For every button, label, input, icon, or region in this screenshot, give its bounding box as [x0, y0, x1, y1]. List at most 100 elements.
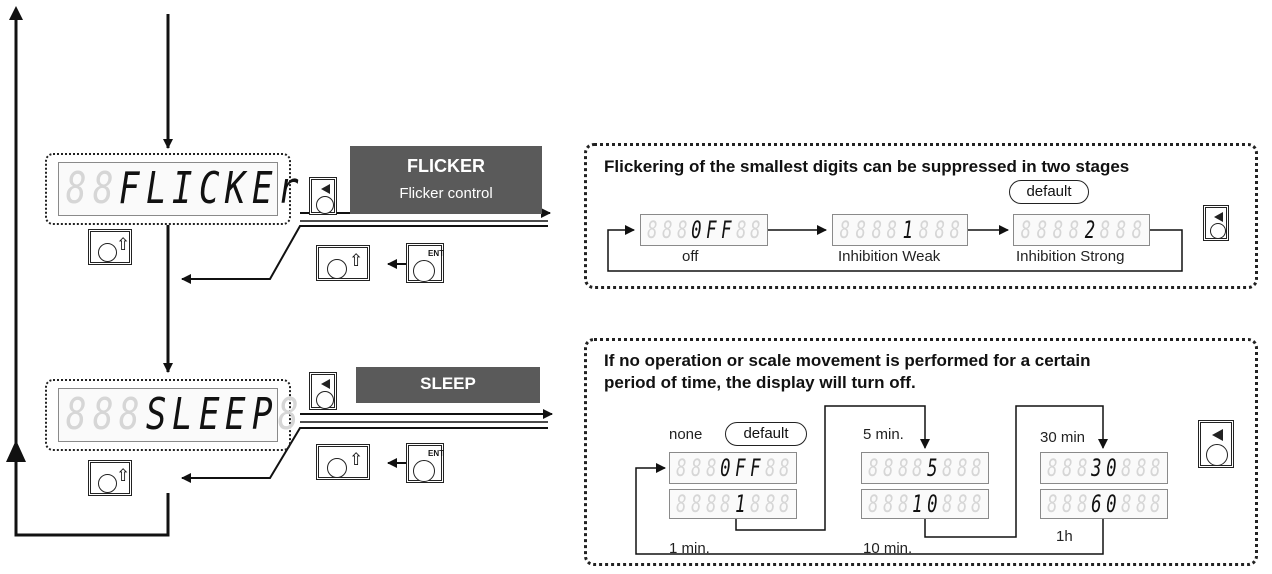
- display-digit: F: [749, 454, 761, 482]
- display-digit: 8: [1135, 490, 1147, 518]
- display-digit: 8: [705, 490, 717, 518]
- display-digit: 8: [690, 490, 702, 518]
- up-key[interactable]: ⇧: [316, 444, 370, 480]
- circle-icon: [413, 260, 435, 282]
- display-digit: F: [706, 216, 717, 244]
- set-key[interactable]: [309, 372, 337, 410]
- ent-key[interactable]: ENT: [406, 243, 444, 283]
- display-digit: 8: [855, 216, 866, 244]
- circle-icon: [1206, 444, 1228, 466]
- display-digit: 8: [92, 163, 114, 214]
- option-label: none: [669, 426, 703, 443]
- triangle-icon: [321, 379, 330, 389]
- display-digit: 8: [676, 490, 687, 518]
- display-digit: 8: [871, 216, 882, 244]
- display-digit: 8: [676, 454, 687, 482]
- ent-label: ENT: [428, 449, 444, 458]
- circle-icon: [327, 458, 347, 478]
- ent-key[interactable]: ENT: [406, 443, 444, 483]
- display-digit: F: [735, 454, 746, 482]
- up-key[interactable]: ⇧: [88, 229, 132, 265]
- triangle-icon: [321, 184, 330, 194]
- display-digit: 8: [1100, 216, 1111, 244]
- display-digit: E: [251, 163, 273, 214]
- sleep-title: SLEEP: [420, 374, 476, 393]
- up-key[interactable]: ⇧: [88, 460, 132, 496]
- display-digit: 5: [927, 454, 938, 482]
- display-digit: 8: [897, 454, 909, 482]
- display-digit: 8: [690, 454, 702, 482]
- display-digit: 0: [927, 490, 938, 518]
- display-digit: 8: [65, 389, 87, 440]
- option-label: 5 min.: [863, 426, 904, 443]
- display-digit: 8: [705, 454, 717, 482]
- circle-icon: [98, 474, 117, 493]
- sleep-banner: SLEEP: [356, 367, 540, 403]
- display-digit: 3: [1091, 454, 1102, 482]
- display-digit: 8: [661, 216, 673, 244]
- display-digit: 8: [1061, 490, 1073, 518]
- set-key[interactable]: [309, 177, 337, 215]
- display-digit: 2: [1084, 216, 1095, 244]
- option-label: Inhibition Strong: [1016, 248, 1125, 265]
- display-digit: S: [145, 389, 167, 440]
- display-digit: 8: [779, 490, 790, 518]
- display-digit: E: [198, 389, 220, 440]
- sleep-description-line1: If no operation or scale movement is per…: [604, 351, 1091, 370]
- option-label: off: [682, 248, 699, 265]
- display-digit: 8: [886, 216, 898, 244]
- triangle-icon: [1214, 212, 1223, 222]
- up-arrow-icon: ⇧: [349, 251, 364, 271]
- display-digit: F: [118, 163, 140, 214]
- display-digit: 0: [720, 454, 731, 482]
- display-digit: 8: [949, 216, 961, 244]
- set-key[interactable]: [1198, 420, 1234, 468]
- display-digit: K: [224, 163, 246, 214]
- display-digit: 8: [750, 216, 761, 244]
- display-digit: 1: [735, 490, 746, 518]
- loop-back-line: [14, 20, 170, 537]
- display-digit: 8: [941, 490, 953, 518]
- display-digit: 8: [971, 454, 982, 482]
- display-digit: 8: [1020, 216, 1032, 244]
- circle-icon: [1210, 223, 1226, 239]
- up-key[interactable]: ⇧: [316, 245, 370, 281]
- display-digit: 6: [1091, 490, 1102, 518]
- display-digit: 8: [1047, 454, 1058, 482]
- display-digit: 0: [691, 216, 702, 244]
- display-digit: 8: [868, 490, 879, 518]
- display-digit: L: [171, 389, 193, 440]
- display-digit: 8: [277, 389, 299, 440]
- display-digit: 8: [1135, 454, 1147, 482]
- sleep-description-line2: period of time, the display will turn of…: [604, 373, 916, 392]
- display-digit: 8: [1076, 490, 1088, 518]
- display-digit: 8: [918, 216, 929, 244]
- flicker-banner: FLICKER Flicker control: [350, 146, 542, 214]
- display-digit: 1: [912, 490, 923, 518]
- display-digit: 8: [1076, 454, 1088, 482]
- display-digit: 8: [1120, 490, 1132, 518]
- display-digit: 8: [1068, 216, 1079, 244]
- display-digit: 8: [779, 454, 790, 482]
- display-digit: 8: [912, 454, 923, 482]
- option-label: Inhibition Weak: [838, 248, 941, 265]
- display-digit: 8: [868, 454, 879, 482]
- display-digit: L: [145, 163, 167, 214]
- circle-icon: [98, 243, 117, 262]
- display-digit: 8: [118, 389, 140, 440]
- option-label: 1 min.: [669, 540, 710, 557]
- display-digit: 8: [735, 216, 747, 244]
- display-digit: 8: [1150, 490, 1161, 518]
- set-key[interactable]: [1203, 205, 1229, 241]
- display-digit: 8: [1131, 216, 1143, 244]
- display-digit: 8: [65, 163, 87, 214]
- display-digit: 8: [1047, 490, 1058, 518]
